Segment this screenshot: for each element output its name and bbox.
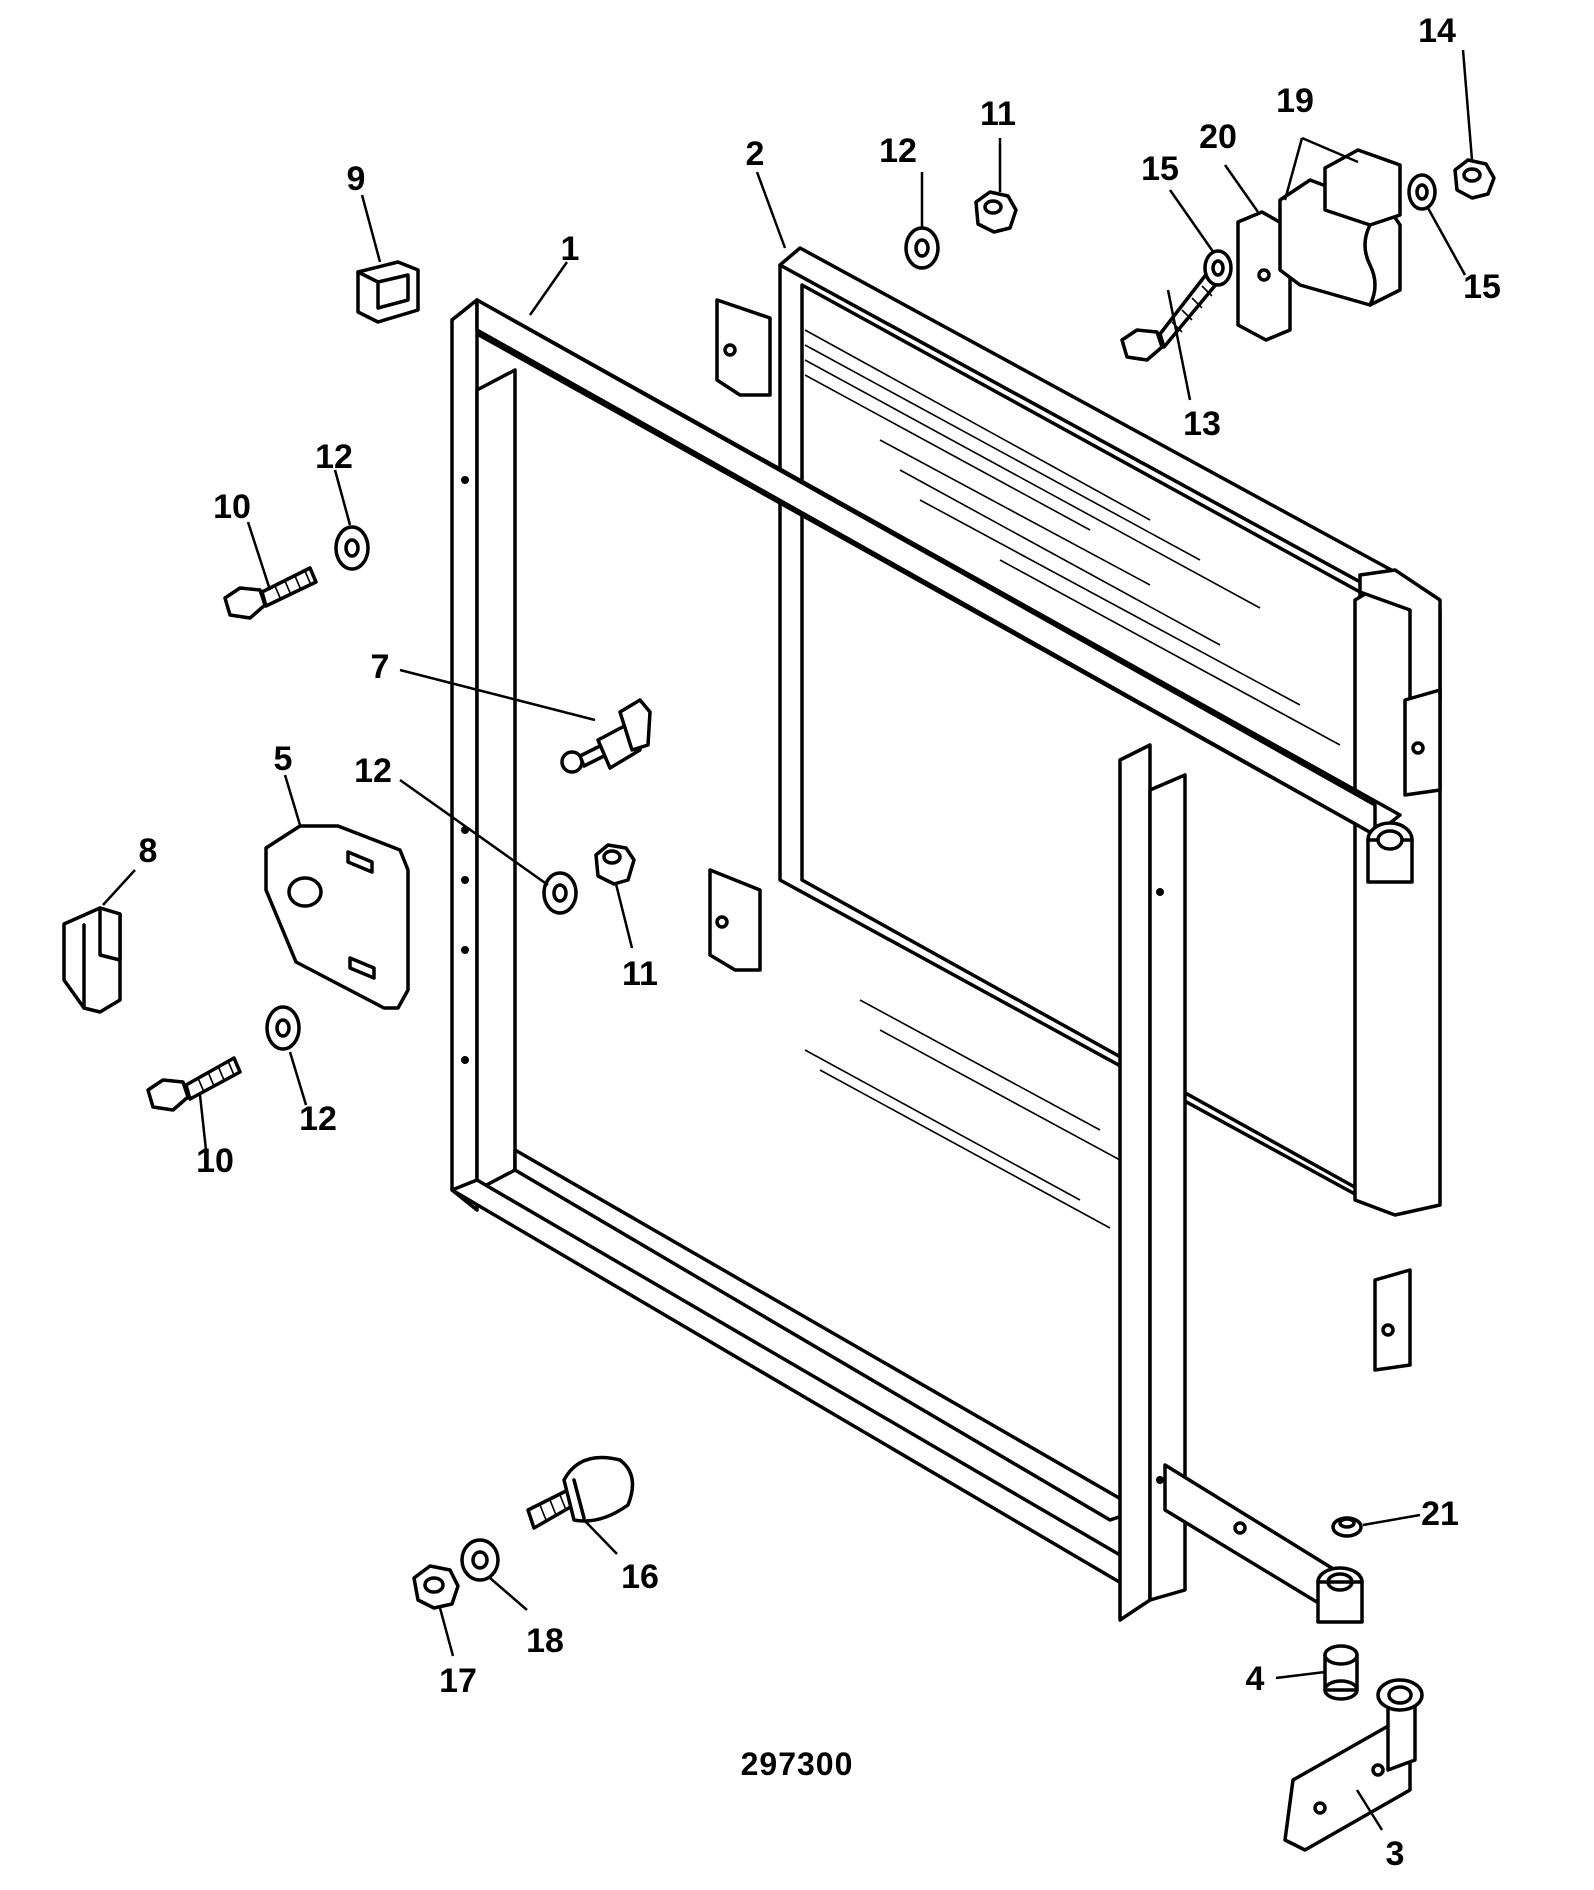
hinge-bracket-icon [1283, 1678, 1424, 1852]
hinge-arm-icon [1163, 1463, 1364, 1624]
washer-icon [265, 1005, 301, 1051]
washer-icon [1203, 249, 1233, 287]
callout-12-upper: 12 [315, 438, 353, 476]
callout-7: 7 [371, 648, 390, 686]
clip-icon [62, 906, 122, 1014]
callout-21: 21 [1421, 1495, 1459, 1533]
callout-2: 2 [746, 135, 765, 173]
clamp-block-icon [1278, 148, 1402, 307]
washer-icon [904, 226, 940, 270]
washer-icon [334, 525, 370, 571]
callout-14: 14 [1418, 12, 1456, 50]
radiator-icon [708, 246, 1442, 1372]
callout-13: 13 [1183, 405, 1221, 443]
nut-icon [974, 190, 1018, 234]
callout-15-right: 15 [1463, 268, 1501, 306]
catch-icon [560, 698, 652, 774]
retainer-icon [356, 260, 420, 324]
callout-18: 18 [526, 1622, 564, 1660]
radiator-fins [804, 329, 1341, 1229]
bolt-icon [146, 1056, 242, 1112]
leader-lines [102, 49, 1474, 1831]
washer-icon [460, 1538, 500, 1582]
callout-20: 20 [1199, 118, 1237, 156]
nut-icon [412, 1564, 460, 1610]
callout-11-top: 11 [980, 95, 1016, 133]
frame-icon [450, 298, 1414, 1622]
callout-16: 16 [621, 1558, 659, 1596]
figure-number: 297300 [741, 1746, 854, 1782]
washer-icon [542, 871, 578, 915]
callout-3: 3 [1386, 1835, 1405, 1873]
spacer-plate-icon [1236, 210, 1292, 342]
callout-5: 5 [274, 740, 293, 778]
callouts: 1 2 3 4 5 7 8 9 10 10 11 11 12 12 12 12 … [139, 12, 1501, 1873]
callout-10-upper: 10 [213, 488, 251, 526]
callout-1: 1 [561, 230, 580, 268]
plate-icon [264, 824, 410, 1010]
bolt-icon [1120, 270, 1220, 362]
bolt-icon [223, 566, 318, 620]
callout-19: 19 [1276, 82, 1314, 120]
washer-icon [1407, 173, 1437, 211]
nut-icon [594, 843, 636, 886]
callout-4: 4 [1246, 1660, 1265, 1698]
callout-11-middle: 11 [622, 955, 658, 993]
bush-icon [1323, 1644, 1359, 1701]
nut-icon [1453, 158, 1496, 200]
buffer-icon [526, 1455, 635, 1530]
callout-12-middle: 12 [354, 752, 392, 790]
cap-icon [1331, 1516, 1363, 1538]
callout-10-lower: 10 [196, 1142, 234, 1180]
callout-17: 17 [439, 1662, 477, 1700]
callout-12-lower: 12 [299, 1100, 337, 1138]
callout-9: 9 [347, 160, 366, 198]
callout-15-left: 15 [1141, 150, 1179, 188]
callout-12-top: 12 [879, 132, 917, 170]
callout-8: 8 [139, 832, 158, 870]
